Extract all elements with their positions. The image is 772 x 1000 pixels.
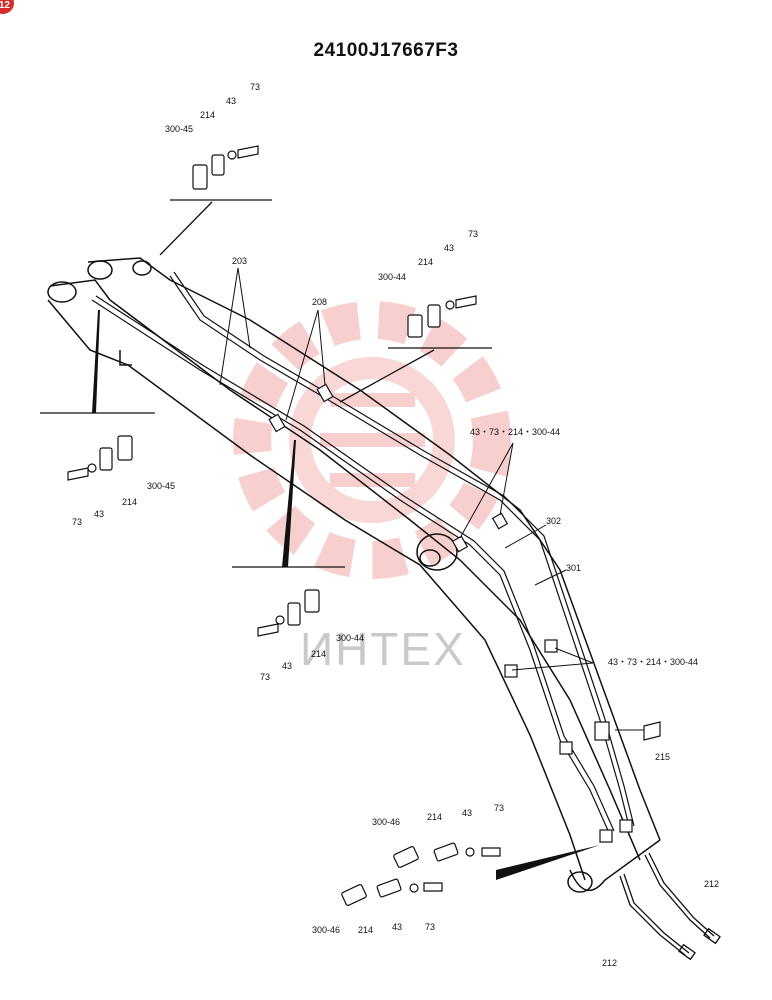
callout-302: 302 <box>546 516 561 526</box>
callout-215: 215 <box>655 752 670 762</box>
label: 300-46 <box>372 817 400 827</box>
page-badge: 12 <box>0 0 14 14</box>
label: 300-46 <box>312 925 340 935</box>
label: 73 <box>425 922 435 932</box>
label: 214 <box>358 925 373 935</box>
detail-pointers <box>92 310 600 880</box>
label: 300-45 <box>147 481 175 491</box>
callout-212-upper: 212 <box>704 879 719 889</box>
detail-bottom-labels: 300-46 214 43 73 300-46 214 43 73 <box>312 803 504 935</box>
boom-body <box>47 257 661 893</box>
label: 300-44 <box>336 633 364 643</box>
label: 43 <box>226 96 236 106</box>
watermark-gear-icon <box>233 301 511 579</box>
label: 214 <box>311 649 326 659</box>
label: 73 <box>494 803 504 813</box>
detail-right-labels: 300-44 214 43 73 <box>378 229 478 282</box>
callout-combo-lower: 43・73・214・300-44 <box>608 657 698 667</box>
callout-combo-upper: 43・73・214・300-44 <box>470 427 560 437</box>
label: 300-45 <box>165 124 193 134</box>
callout-301: 301 <box>566 563 581 573</box>
hydraulic-pipes <box>91 271 635 836</box>
callout-212-lower: 212 <box>602 958 617 968</box>
label: 43 <box>462 808 472 818</box>
hardware-parts <box>67 145 661 906</box>
callout-208: 208 <box>312 297 327 307</box>
hoses-212 <box>619 852 721 961</box>
detail-top-labels: 300-45 214 43 73 <box>165 82 260 134</box>
callout-labels: 203 208 302 301 215 212 212 43・73・214・30… <box>232 256 719 968</box>
label: 214 <box>427 812 442 822</box>
label: 73 <box>72 517 82 527</box>
label: 214 <box>122 497 137 507</box>
label: 73 <box>260 672 270 682</box>
label: 300-44 <box>378 272 406 282</box>
callout-203: 203 <box>232 256 247 266</box>
detail-mid-labels: 73 43 214 300-44 <box>260 633 364 682</box>
callout-leaders <box>219 267 654 731</box>
pipe-clamps <box>268 383 633 843</box>
label: 43 <box>444 243 454 253</box>
label: 43 <box>94 509 104 519</box>
label: 73 <box>468 229 478 239</box>
detail-frames <box>40 199 492 568</box>
label: 214 <box>418 257 433 267</box>
label: 43 <box>392 922 402 932</box>
label: 43 <box>282 661 292 671</box>
label: 73 <box>250 82 260 92</box>
watermark-text: ИНТЕХ <box>300 623 466 675</box>
diagram-title: 24100J17667F3 <box>313 40 459 61</box>
label: 214 <box>200 110 215 120</box>
detail-left-labels: 73 43 214 300-45 <box>72 481 175 527</box>
